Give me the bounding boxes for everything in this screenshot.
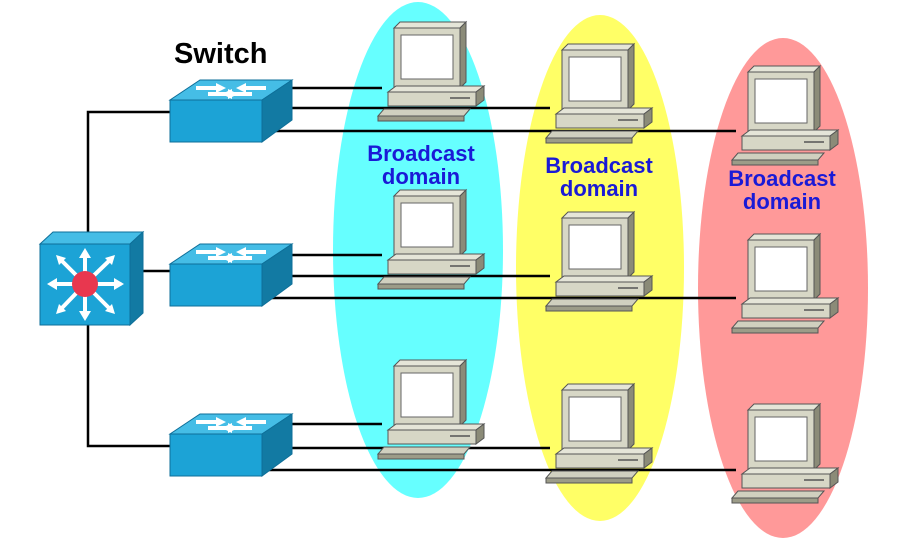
trunk-links xyxy=(86,110,172,448)
broadcast-domain-2-label: Broadcast domain xyxy=(524,154,674,200)
broadcast-domain-1-label: Broadcast domain xyxy=(346,142,496,188)
broadcast-domain-2-line2: domain xyxy=(559,176,639,201)
broadcast-domain-1-line1: Broadcast xyxy=(367,141,475,166)
broadcast-domain-3-line1: Broadcast xyxy=(728,166,836,191)
broadcast-domain-1-line2: domain xyxy=(381,164,461,189)
switch-icon xyxy=(169,79,293,143)
broadcast-domain-3-label: Broadcast domain xyxy=(707,167,857,213)
switch-icon xyxy=(169,243,293,307)
broadcast-domain-3-line2: domain xyxy=(742,189,822,214)
broadcast-domain-2-line1: Broadcast xyxy=(545,153,653,178)
multilayer-switch-icon xyxy=(38,230,145,327)
switch-label: Switch xyxy=(174,38,268,70)
switch-icon xyxy=(169,413,293,477)
